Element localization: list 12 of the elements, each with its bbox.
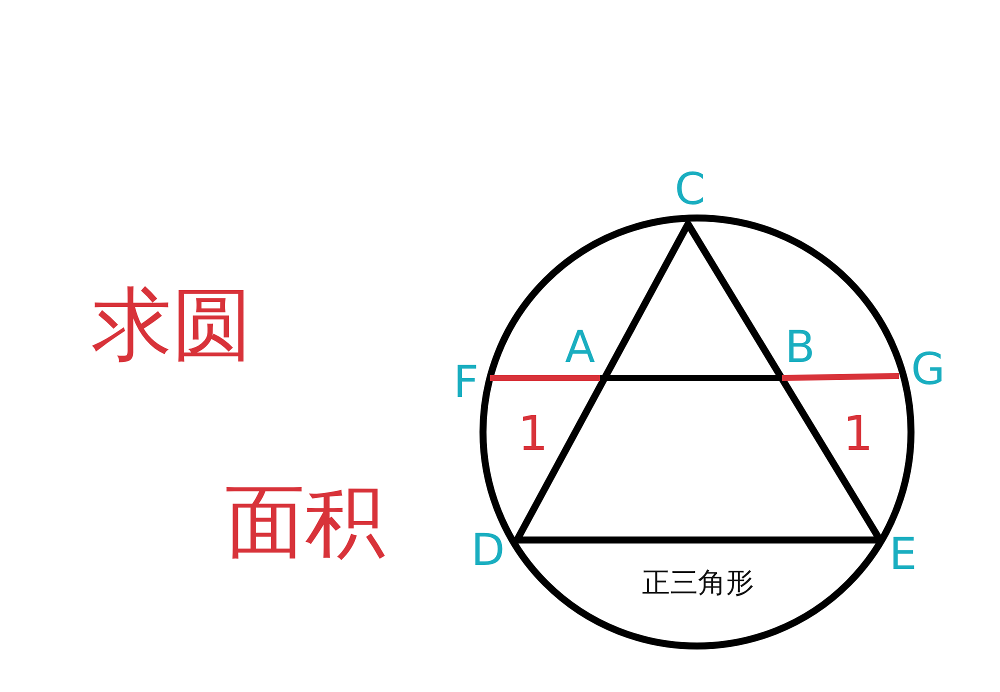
length-label: 1 — [842, 410, 874, 458]
point-label: D — [471, 529, 505, 573]
point-label: E — [889, 533, 917, 577]
point-label: C — [674, 168, 706, 212]
point-label: G — [910, 348, 946, 392]
point-label: A — [564, 326, 596, 370]
point-label: F — [453, 361, 479, 405]
question-text: 求圆 — [92, 285, 252, 365]
point-label: B — [784, 326, 816, 370]
length-label: 1 — [518, 410, 548, 458]
question-text: 面积 — [225, 482, 385, 562]
shape-label: 正三角形 — [642, 569, 754, 597]
